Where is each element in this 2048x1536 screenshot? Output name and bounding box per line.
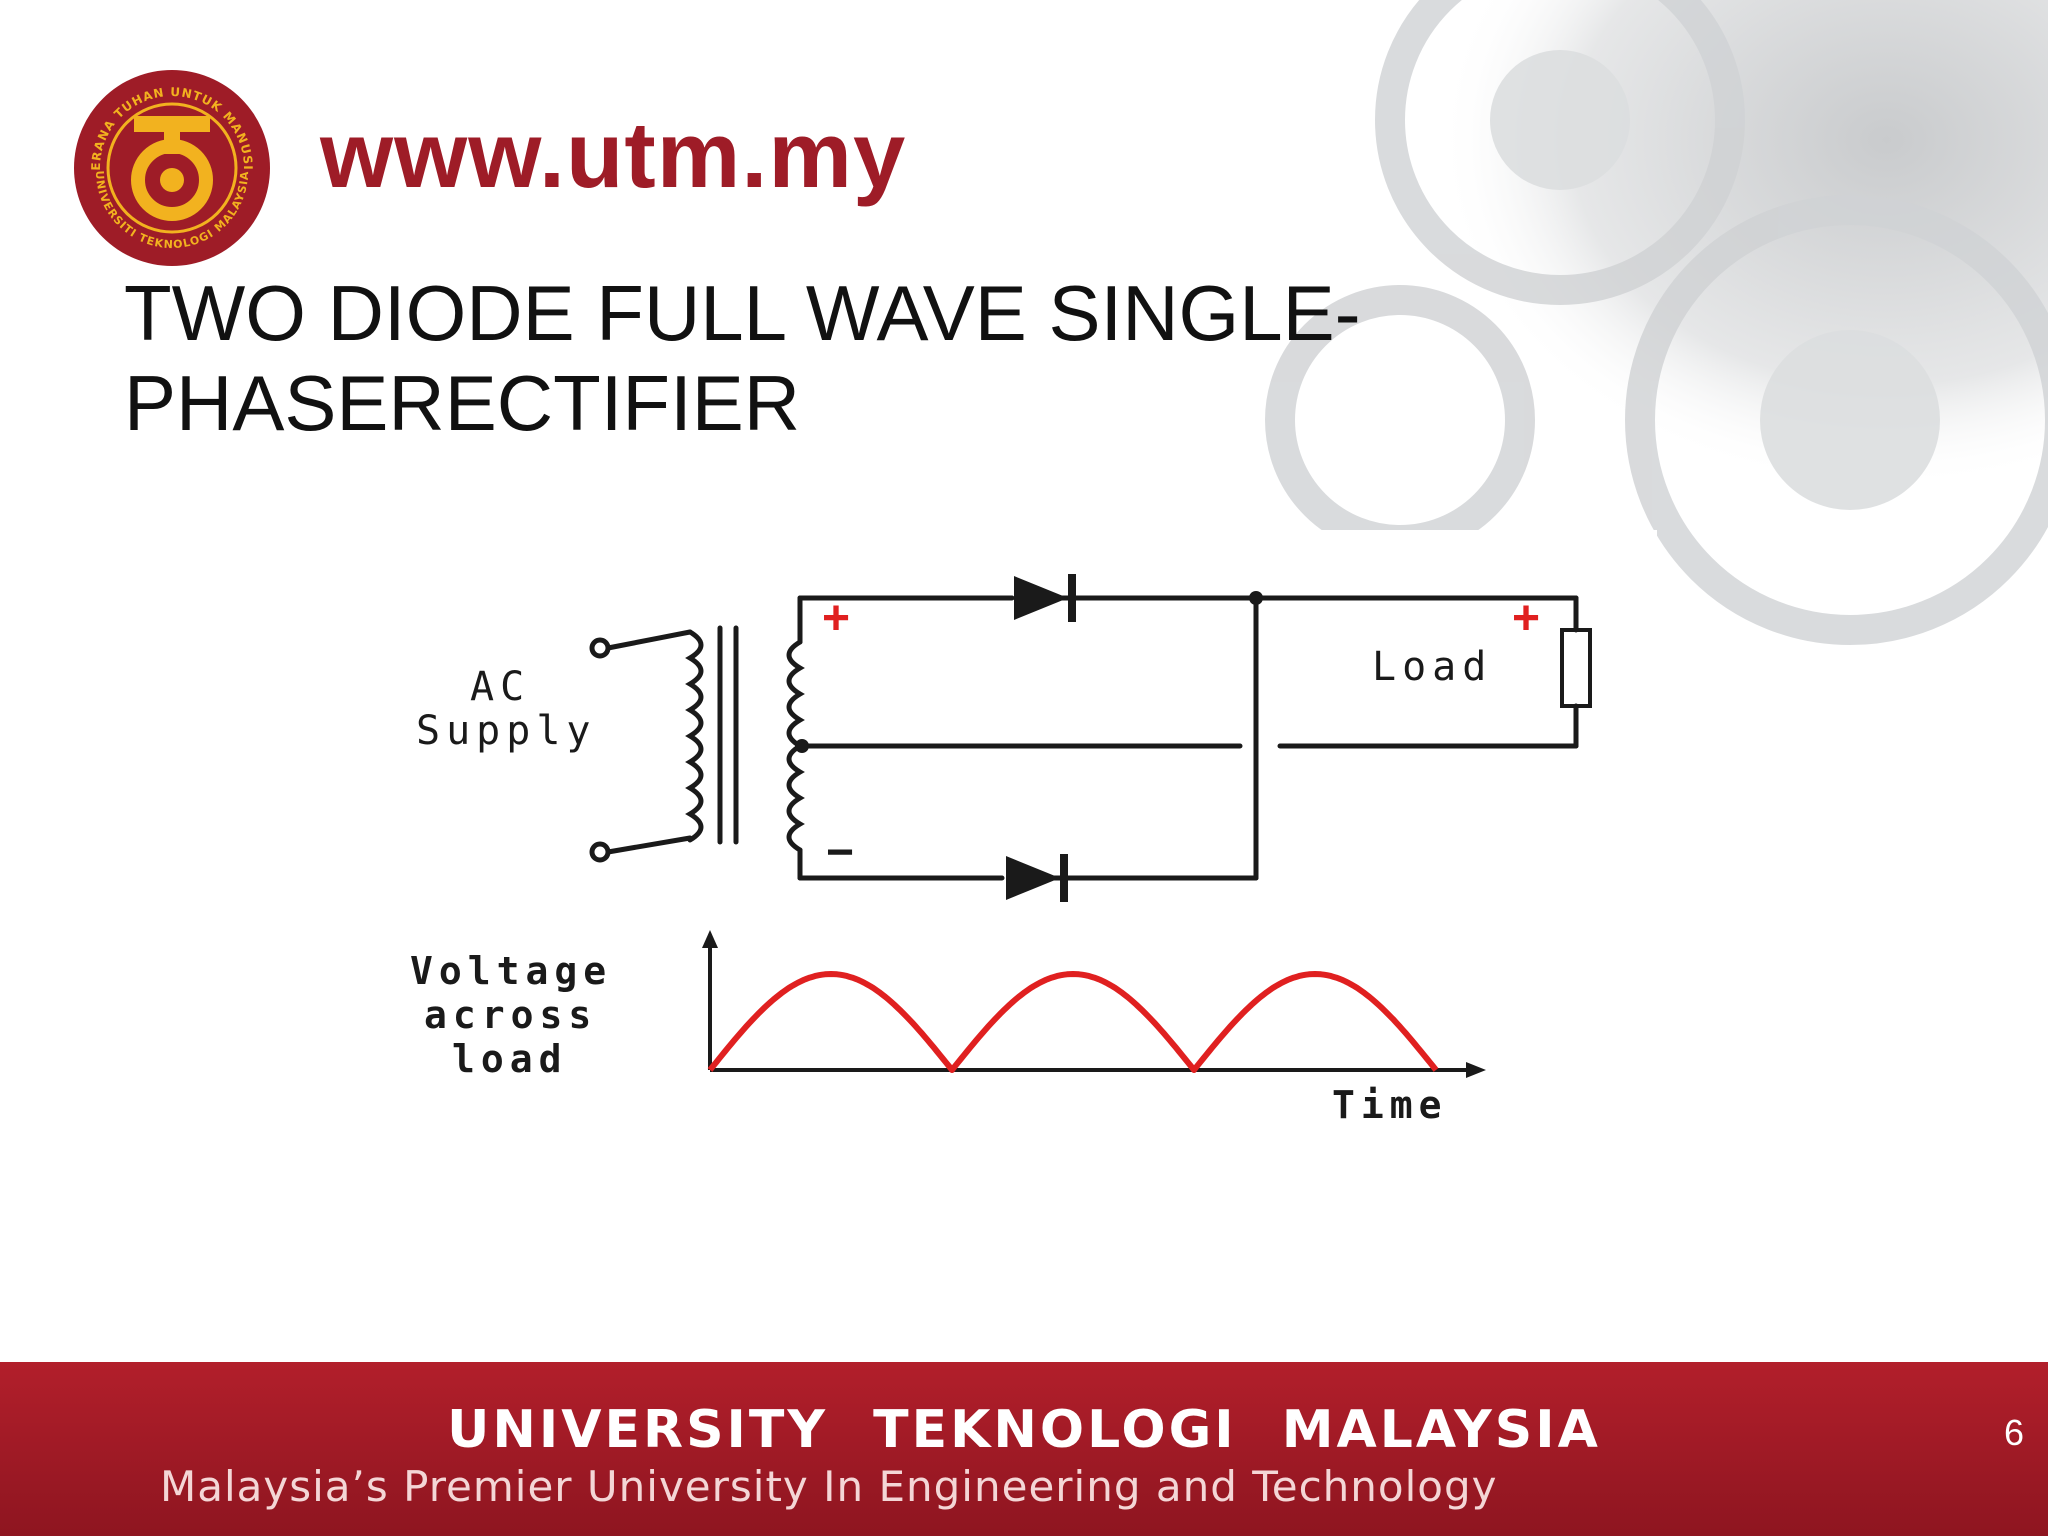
load-resistor — [1560, 628, 1592, 708]
circuit-diagram-panel: AC Supply Load + + − Voltage across load… — [352, 530, 1657, 1160]
footer-banner: UNIVERSITY TEKNOLOGI MALAYSIA Malaysia’s… — [0, 1362, 2048, 1536]
junction-dot-top — [1249, 591, 1263, 605]
slide-title: TWO DIODE FULL WAVE SINGLE- PHASERECTIFI… — [124, 268, 1504, 448]
diode-top — [1014, 576, 1068, 620]
ac-supply-label-line-1: AC — [470, 664, 530, 710]
primary-winding — [685, 629, 704, 843]
load-label: Load — [1372, 644, 1492, 690]
slide-title-line-2: PHASERECTIFIER — [124, 359, 801, 447]
voltage-across-load-line-1: Voltage — [410, 949, 612, 993]
footer-university-name: UNIVERSITY TEKNOLOGI MALAYSIA — [447, 1400, 1601, 1460]
full-wave-rectified-waveform — [707, 971, 1439, 1073]
site-url: www.utm.my — [320, 102, 907, 207]
junction-dot-center-tap — [795, 739, 809, 753]
diode-bottom — [1006, 856, 1060, 900]
slide-title-line-1: TWO DIODE FULL WAVE SINGLE- — [124, 269, 1361, 357]
diode-bottom-bar — [1060, 854, 1068, 902]
time-axis-label: Time — [1332, 1083, 1448, 1127]
utm-logo-seal: KERANA TUHAN UNTUK MANUSIA UNIVERSITI TE… — [72, 68, 270, 266]
plus-sign-load: + — [1512, 592, 1540, 645]
plus-sign-top: + — [822, 592, 850, 645]
slide-number: 6 — [2003, 1412, 2024, 1453]
voltage-across-load-line-2: across — [424, 993, 597, 1037]
primary-lead-top — [605, 629, 693, 651]
voltage-across-load-line-3: load — [452, 1037, 568, 1081]
full-wave-rectifier-diagram: AC Supply Load + + − Voltage across load… — [410, 574, 1592, 1127]
footer-tagline: Malaysia’s Premier University In Enginee… — [160, 1462, 1498, 1511]
minus-sign-bottom: − — [826, 826, 854, 879]
time-axis-arrowhead — [1466, 1062, 1486, 1078]
diode-top-bar — [1068, 574, 1076, 622]
ac-supply-label-line-2: Supply — [416, 708, 597, 754]
voltage-axis-arrowhead — [702, 930, 718, 948]
primary-lead-bottom — [605, 835, 693, 855]
